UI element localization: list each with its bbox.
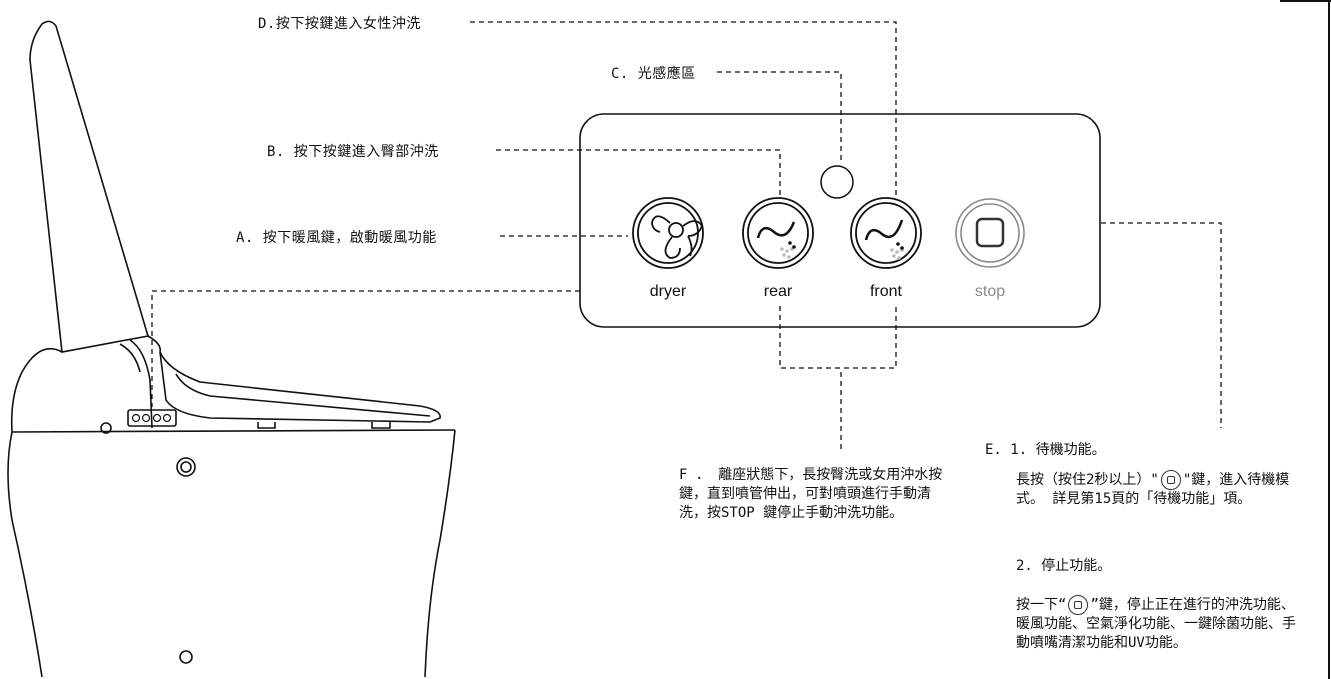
note-e-body2-pre: 按一下“ (1016, 597, 1067, 613)
callout-d: D.按下按鍵進入女性沖洗 (258, 16, 421, 32)
stop-label: stop (975, 283, 1005, 300)
note-e-title2: 2. 停止功能。 (1016, 558, 1112, 574)
note-e-body1: 長按（按住2秒以上）""鍵，進入待機模式。 詳見第15頁的「待機功能」項。 (1016, 470, 1306, 509)
stop-icon (1068, 595, 1089, 615)
dryer-button[interactable] (632, 197, 704, 269)
toilet-illustration (7, 20, 456, 678)
note-e-body2-post: ”鍵，停止正在進行的沖洗功能、暖風功能、空氣淨化功能、一鍵除菌功能、手動噴嘴清潔… (1016, 597, 1296, 651)
rear-label: rear (764, 283, 793, 300)
leader-lines (151, 21, 1222, 452)
callout-a: A. 按下暖風鍵，啟動暖風功能 (236, 230, 437, 246)
callout-b: B. 按下按鍵進入臀部沖洗 (267, 144, 439, 160)
stop-square-icon (975, 217, 1005, 248)
stop-button[interactable] (955, 198, 1025, 268)
rear-wash-icon (756, 221, 796, 239)
rear-button[interactable] (742, 197, 814, 269)
light-sensor-icon (820, 165, 854, 199)
side-panel-buttons (131, 413, 172, 423)
front-button[interactable] (850, 197, 922, 269)
front-wash-icon (864, 219, 904, 241)
note-e-body2: 按一下“”鍵，停止正在進行的沖洗功能、暖風功能、空氣淨化功能、一鍵除菌功能、手動… (1016, 595, 1306, 653)
callout-c: C. 光感應區 (611, 66, 696, 82)
note-f: F ． 離座狀態下，長按臀洗或女用沖水按鍵，直到噴管伸出，可對噴頭進行手動清洗，… (679, 467, 943, 521)
note-e-title: E. 1. 待機功能。 (985, 442, 1106, 458)
water-drops (780, 247, 794, 259)
fan-icon (651, 215, 704, 259)
control-panel-outline (579, 113, 1101, 328)
note-e-body1-pre: 長按（按住2秒以上）" (1016, 472, 1159, 488)
front-label: front (870, 283, 903, 300)
stop-icon (1160, 470, 1181, 490)
dryer-label: dryer (650, 283, 687, 300)
note-e-body1-post: "鍵，進入待機模式。 詳見第15頁的「待機功能」項。 (1016, 472, 1290, 507)
